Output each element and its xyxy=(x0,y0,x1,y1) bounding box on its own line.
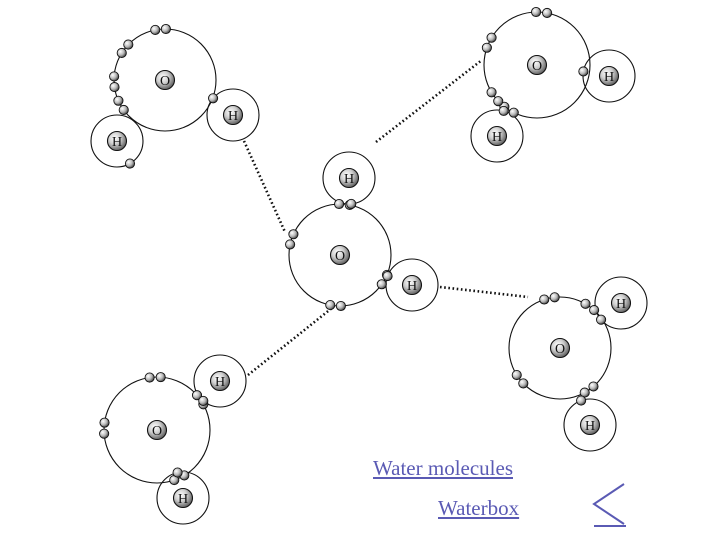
electron xyxy=(155,372,166,383)
hydrogen-nucleus xyxy=(610,292,632,314)
hydrogen-nucleus xyxy=(222,104,244,126)
oxygen-nucleus-label: O xyxy=(532,59,542,74)
water-molecules: H H O H H O H H O H H O H H O xyxy=(90,6,648,525)
hydrogen-nucleus xyxy=(598,65,620,87)
hydrogen-nucleus-label: H xyxy=(215,375,225,390)
electron xyxy=(589,305,600,316)
electron xyxy=(191,390,203,401)
oxygen-nucleus xyxy=(549,337,571,359)
hydrogen-nucleus xyxy=(172,487,194,509)
electron xyxy=(511,369,522,381)
electron xyxy=(116,47,127,59)
electron xyxy=(346,198,357,209)
electron xyxy=(208,93,219,104)
hydrogen-nucleus xyxy=(401,274,423,296)
electron xyxy=(335,300,346,312)
water-molecule: H H O xyxy=(90,23,260,169)
electron xyxy=(531,6,542,18)
hydrogen-nucleus-label: H xyxy=(344,172,354,187)
electron xyxy=(113,95,124,106)
hydrogen-bond xyxy=(439,285,529,299)
hydrogen-bond xyxy=(242,140,287,233)
hydrogen-bonds xyxy=(242,58,529,377)
electron xyxy=(160,23,171,35)
hydrogen-nucleus-label: H xyxy=(616,297,626,312)
waterbox-link[interactable]: Waterbox xyxy=(438,496,520,520)
electron xyxy=(99,417,110,428)
electron xyxy=(382,271,393,282)
oxygen-nucleus xyxy=(154,69,176,91)
water-molecule: H H O xyxy=(99,354,247,525)
oxygen-nucleus-label: O xyxy=(152,424,162,439)
hydrogen-nucleus-label: H xyxy=(407,279,417,294)
electron xyxy=(481,42,492,53)
electron xyxy=(518,378,529,389)
electron xyxy=(118,104,129,116)
electron xyxy=(493,96,504,107)
water-molecules-link[interactable]: Water molecules xyxy=(373,456,513,480)
electron xyxy=(172,467,183,478)
electron xyxy=(123,39,134,50)
oxygen-nucleus-label: O xyxy=(335,249,345,264)
hydrogen-nucleus xyxy=(486,125,508,147)
hydrogen-nucleus xyxy=(579,414,601,436)
electron xyxy=(596,314,607,325)
electron xyxy=(288,229,299,240)
electron xyxy=(144,372,155,383)
electron xyxy=(150,24,161,35)
electron xyxy=(198,395,209,406)
electron xyxy=(539,294,550,305)
electron xyxy=(99,428,110,439)
hydrogen-nucleus xyxy=(106,130,128,152)
electron xyxy=(549,292,560,303)
hydrogen-nucleus-label: H xyxy=(178,492,188,507)
hydrogen-nucleus xyxy=(209,370,231,392)
electron xyxy=(578,66,589,77)
hydrogen-nucleus-label: H xyxy=(112,135,122,150)
electron xyxy=(576,395,587,406)
electron xyxy=(376,279,387,290)
electron xyxy=(580,298,591,309)
water-molecule: H H O xyxy=(470,6,636,163)
oxygen-nucleus xyxy=(329,244,351,266)
electron xyxy=(124,158,136,169)
electron xyxy=(588,381,599,392)
electron xyxy=(285,239,296,250)
hydrogen-nucleus-label: H xyxy=(228,109,238,124)
electron xyxy=(109,71,120,82)
oxygen-shell xyxy=(508,296,612,400)
oxygen-nucleus xyxy=(526,54,548,76)
water-molecule: H H O xyxy=(285,151,439,312)
hydrogen-bond xyxy=(247,306,333,377)
electron xyxy=(334,198,345,210)
hydrogen-nucleus xyxy=(338,167,360,189)
oxygen-nucleus-label: O xyxy=(160,74,170,89)
electron xyxy=(325,300,336,311)
hydrogen-nucleus-label: H xyxy=(492,130,502,145)
hydrogen-bond xyxy=(375,58,483,144)
electron xyxy=(508,107,519,118)
hydrogen-nucleus-label: H xyxy=(585,419,595,434)
electron xyxy=(542,7,553,19)
electron xyxy=(486,87,497,98)
electron xyxy=(486,32,497,43)
electron xyxy=(498,105,509,116)
oxygen-nucleus-label: O xyxy=(555,342,565,357)
oxygen-nucleus xyxy=(146,419,168,441)
hydrogen-nucleus-label: H xyxy=(604,70,614,85)
electron xyxy=(109,82,120,93)
less-than-icon[interactable] xyxy=(588,478,630,528)
water-molecule: H H O xyxy=(508,276,648,452)
